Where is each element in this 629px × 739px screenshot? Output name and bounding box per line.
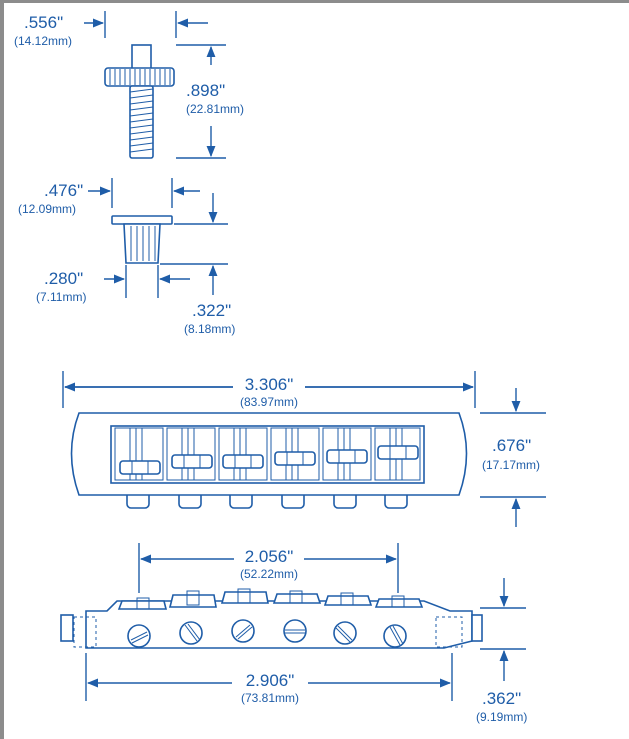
- front-screws: [127, 619, 407, 648]
- bridge-dimension-diagram: .556" (14.12mm) .898" (22.81mm) .476" (1…: [14, 11, 546, 724]
- stud-height-mm: (22.81mm): [186, 102, 244, 116]
- top-saddles: [114, 427, 421, 481]
- post-span-inch: 2.906": [246, 671, 295, 690]
- bridge-depth-inch: .676": [492, 436, 531, 455]
- bridge-front-view: [60, 588, 483, 649]
- bridge-top-view: [70, 412, 468, 509]
- insert-head-mm: (12.09mm): [18, 202, 76, 216]
- stud-width-mm: (14.12mm): [14, 34, 72, 48]
- bridge-top-dimensions: [62, 371, 546, 527]
- stud-width-inch: .556": [24, 13, 63, 32]
- saddle-span-inch: 2.056": [245, 547, 294, 566]
- saddle-span-mm: (52.22mm): [240, 567, 298, 581]
- stud-height-inch: .898": [186, 81, 225, 100]
- insert-length-inch: .322": [192, 301, 231, 320]
- insert-part: [111, 215, 173, 264]
- post-span-mm: (73.81mm): [241, 691, 299, 705]
- stud-dimensions: [84, 11, 226, 159]
- insert-length-mm: (8.18mm): [184, 322, 235, 336]
- insert-shank-mm: (7.11mm): [36, 290, 86, 304]
- insert-dimensions: [88, 178, 228, 298]
- bridge-length-inch: 3.306": [245, 375, 294, 394]
- bridge-height-inch: .362": [482, 689, 521, 708]
- insert-head-inch: .476": [44, 181, 83, 200]
- bridge-height-mm: (9.19mm): [476, 710, 527, 724]
- stud-part: [104, 44, 175, 159]
- bridge-length-mm: (83.97mm): [240, 395, 298, 409]
- bridge-depth-mm: (17.17mm): [482, 458, 540, 472]
- insert-shank-inch: .280": [44, 269, 83, 288]
- bridge-front-dimensions: [85, 543, 526, 701]
